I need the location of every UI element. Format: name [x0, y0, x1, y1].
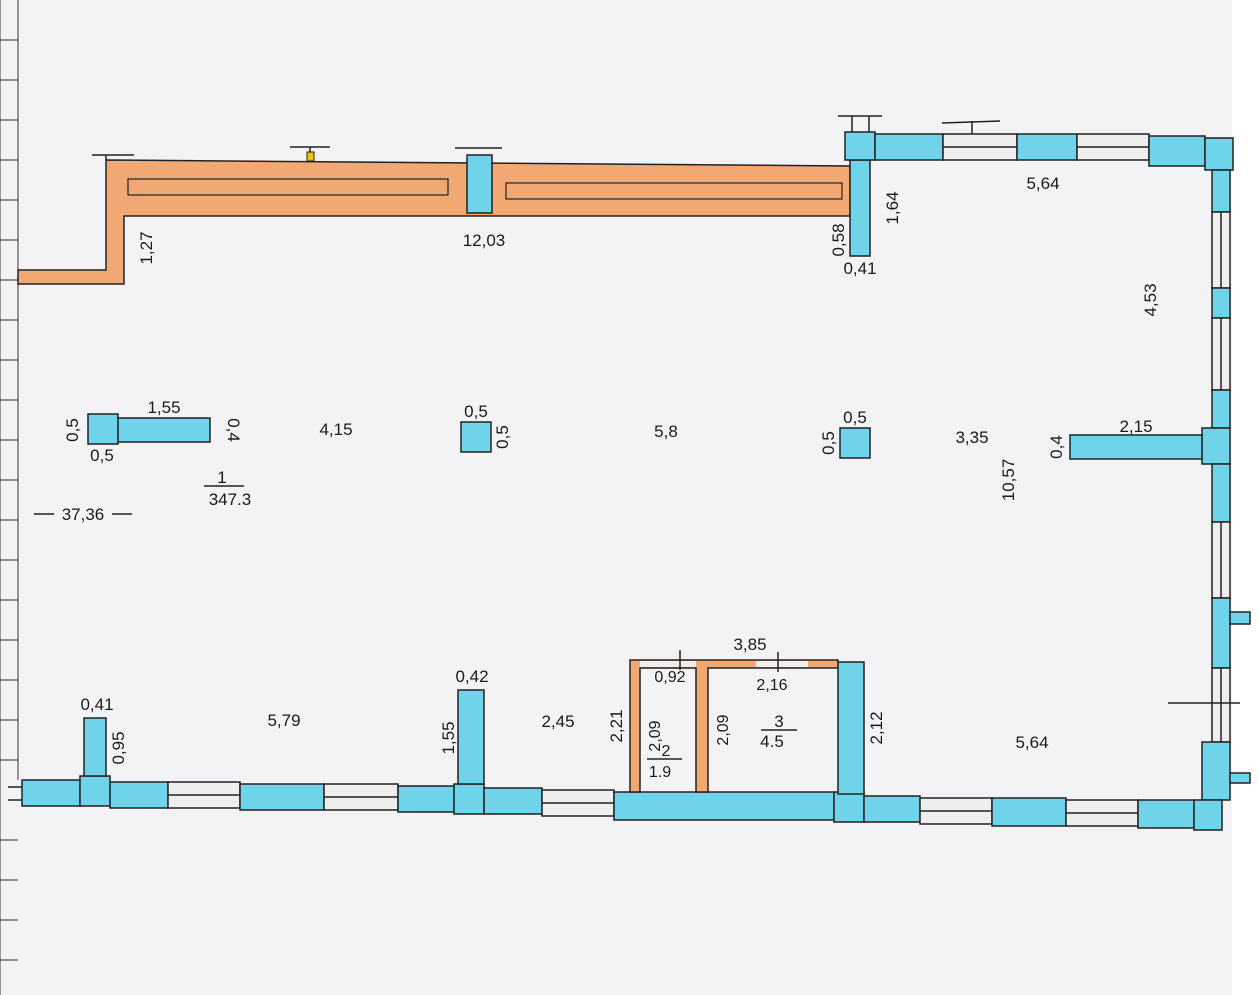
- dim-top-column-height: 1,64: [883, 191, 902, 224]
- top-wall-column: [466, 154, 493, 214]
- dim-right-upper-height: 4,53: [1141, 283, 1160, 316]
- dim-right-column-side: 0,5: [819, 431, 838, 455]
- dim-bottom-span-right: 5,64: [1015, 733, 1048, 752]
- dim-top-wall-length: 12,03: [463, 231, 506, 250]
- dim-left-pier-width: 1,55: [147, 398, 180, 417]
- dim-span-middle: 5,8: [654, 422, 678, 441]
- room-2-number: 2: [662, 743, 671, 760]
- left-column: [87, 413, 119, 445]
- dim-bottom-span-middle: 2,45: [541, 712, 574, 731]
- dim-right-partition-thickness: 0,4: [1047, 435, 1066, 459]
- room-labels: 1 347.3 2 1.9 3 4.5: [209, 468, 784, 781]
- dim-left-column-side: 0,5: [63, 418, 82, 442]
- bottom-exterior-wall: [8, 689, 1223, 831]
- dim-left-stub-height: 1,27: [137, 231, 156, 264]
- annotation-lines: [34, 485, 797, 760]
- dim-right-column-top: 0,5: [843, 408, 867, 427]
- dim-top-right-span: 5,64: [1026, 174, 1059, 193]
- dimension-labels: 12,03 1,27 1,64 0,58 0,41 5,64 4,53 10,5…: [62, 174, 1160, 765]
- dim-top-column-depth: 0,58: [829, 223, 848, 256]
- dim-bottom-left-pier-width: 0,41: [80, 695, 113, 714]
- dim-wc-left-height: 2,21: [607, 709, 626, 742]
- room-3-area: 4.5: [760, 732, 784, 751]
- overall-length: 37,36: [62, 505, 105, 524]
- top-right-exterior-wall: [838, 115, 1234, 257]
- dim-wc-large-width: 2,16: [756, 677, 787, 694]
- dim-mid-column-top: 0,5: [464, 402, 488, 421]
- middle-column: [460, 421, 492, 453]
- dim-span-right: 3,35: [955, 428, 988, 447]
- dim-wc-small-width: 0,92: [654, 669, 685, 686]
- right-column: [839, 427, 871, 459]
- dim-right-lower-height: 10,57: [999, 459, 1018, 502]
- page-edge: [1232, 0, 1259, 995]
- dim-right-partition-length: 2,15: [1119, 417, 1152, 436]
- dim-bottom-left-pier-height: 0,95: [109, 731, 128, 764]
- dim-left-pier-thickness: 0,4: [224, 418, 243, 442]
- bottom-middle-pier: [457, 689, 485, 785]
- dim-mid-column-side: 0,5: [493, 425, 512, 449]
- wc-block: [629, 650, 865, 795]
- dim-bottom-mid-pier-width: 0,42: [455, 667, 488, 686]
- columns: [87, 413, 871, 459]
- room-1-number: 1: [217, 468, 226, 487]
- left-margin-grid: [0, 0, 19, 995]
- left-pier: [117, 417, 211, 443]
- dim-wc-right-height: 2,12: [867, 711, 886, 744]
- right-exterior-wall: [1069, 169, 1251, 801]
- dim-span-left: 4,15: [319, 420, 352, 439]
- room-3-number: 3: [774, 712, 783, 731]
- dim-top-column-width: 0,41: [843, 259, 876, 278]
- dim-wc-large-height: 2,09: [715, 714, 732, 745]
- room-2-area: 1.9: [649, 764, 671, 781]
- dim-left-column-bottom: 0,5: [90, 446, 114, 465]
- dim-wc-block-width: 3,85: [733, 635, 766, 654]
- top-interior-wall: [17, 146, 851, 285]
- dim-bottom-mid-pier-height: 1,55: [439, 721, 458, 754]
- dim-wc-small-height: 2,09: [647, 720, 664, 751]
- bottom-left-pier: [83, 717, 107, 777]
- right-partition: [1069, 434, 1203, 460]
- dim-bottom-span-left: 5,79: [267, 711, 300, 730]
- room-1-area: 347.3: [209, 490, 252, 509]
